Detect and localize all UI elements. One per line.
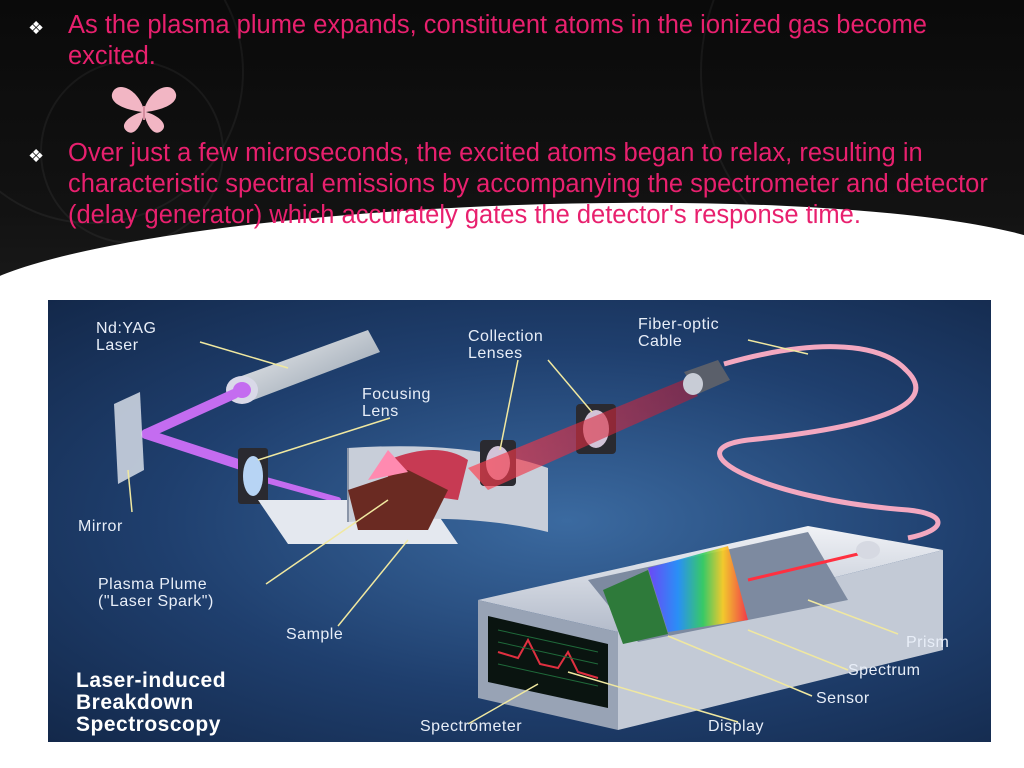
label-plasma-plume: Plasma Plume ("Laser Spark") xyxy=(98,576,214,610)
butterfly-icon xyxy=(111,87,177,133)
display-screen xyxy=(488,616,608,708)
mirror-plate xyxy=(114,392,144,484)
diamond-bullet-icon: ❖ xyxy=(28,146,45,166)
label-prism: Prism xyxy=(906,634,950,651)
focusing-lens xyxy=(238,448,268,504)
header-band xyxy=(0,0,1024,300)
label-laser: Nd:YAG Laser xyxy=(96,320,157,354)
fiber-cable xyxy=(717,344,941,541)
label-display: Display xyxy=(708,718,764,735)
emission-beam xyxy=(468,378,698,490)
figure-title: Laser-induced Breakdown Spectroscopy xyxy=(76,669,227,736)
leader-lines xyxy=(127,339,899,725)
bullet-text: As the plasma plume expands, constituent… xyxy=(68,11,927,70)
label-focusing-lens: Focusing Lens xyxy=(362,386,431,420)
diamond-bullet-icon: ❖ xyxy=(28,18,45,38)
libs-illustration xyxy=(114,330,943,730)
label-fiber-optic-cable: Fiber-optic Cable xyxy=(638,316,720,350)
laser-device xyxy=(226,330,380,404)
bullet-item: ❖ As the plasma plume expands, constitue… xyxy=(28,10,988,72)
label-sample: Sample xyxy=(286,626,344,643)
label-collection-lenses: Collection Lenses xyxy=(468,328,544,362)
laser-beam xyxy=(141,389,341,503)
label-spectrometer: Spectrometer xyxy=(420,718,523,735)
bullet-item: ❖ Over just a few microseconds, the exci… xyxy=(28,138,988,231)
label-mirror: Mirror xyxy=(78,518,123,535)
libs-diagram: Nd:YAG Laser Collection Lenses Fiber-opt… xyxy=(48,300,991,742)
spectrometer-box xyxy=(478,526,943,730)
bullet-text: Over just a few microseconds, the excite… xyxy=(68,139,988,229)
label-sensor: Sensor xyxy=(816,690,870,707)
fiber-optic-head xyxy=(683,360,730,395)
label-spectrum: Spectrum xyxy=(848,662,921,679)
